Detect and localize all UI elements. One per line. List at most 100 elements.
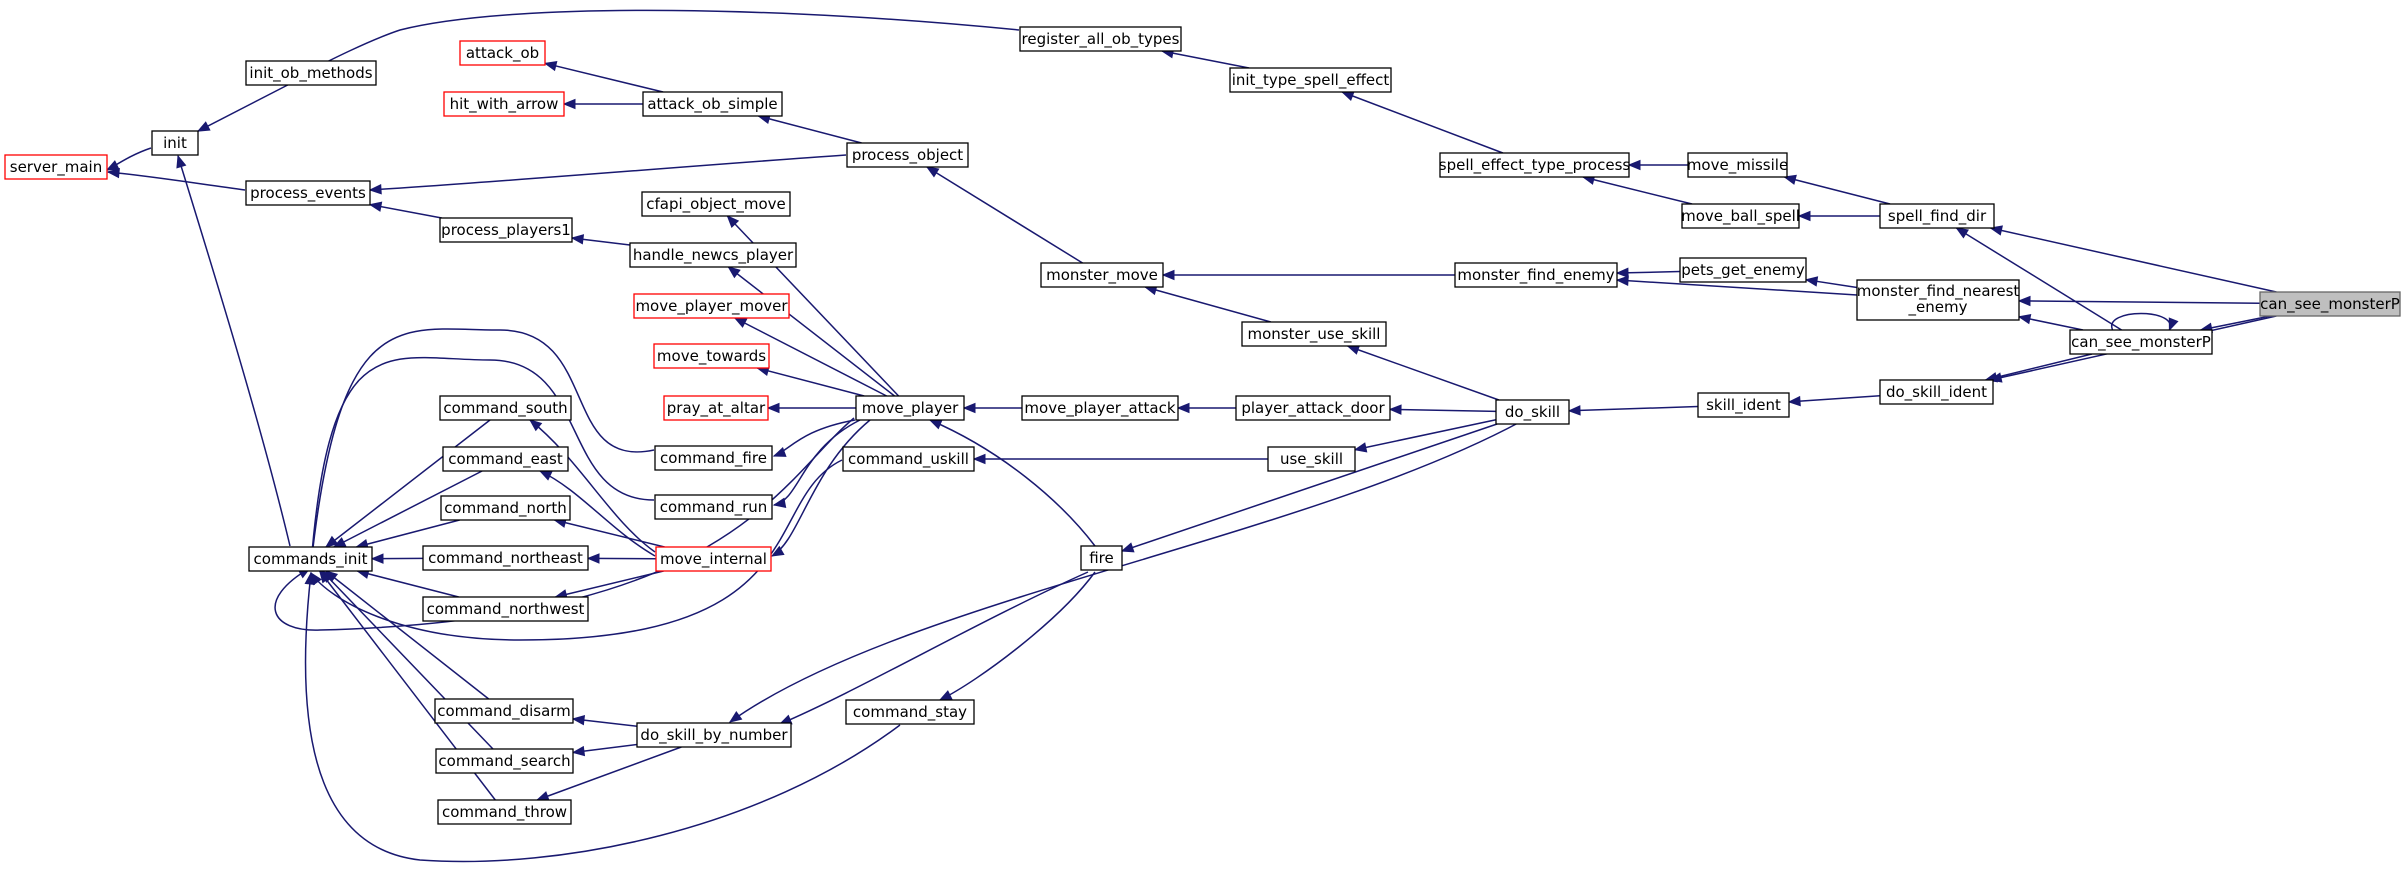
node-cfapi-object-move[interactable]: cfapi_object_move xyxy=(641,191,791,217)
node-monster-move[interactable]: monster_move xyxy=(1040,262,1164,288)
node-process-events[interactable]: process_events xyxy=(245,180,371,206)
node-command-north[interactable]: command_north xyxy=(440,495,571,521)
edge-arrowhead xyxy=(571,745,586,757)
node-move-player-mover[interactable]: move_player_mover xyxy=(633,293,790,319)
node-command-run[interactable]: command_run xyxy=(654,494,773,520)
node-register-all-ob-types[interactable]: register_all_ob_types xyxy=(1019,26,1182,52)
node-monster-find-enemy[interactable]: monster_find_enemy xyxy=(1454,262,1618,288)
node-skill-ident[interactable]: skill_ident xyxy=(1697,392,1790,418)
node-label: do_skill_ident xyxy=(1886,383,1987,402)
edge-arrowhead xyxy=(571,714,586,726)
node-monster-find-nearest-enemy[interactable]: monster_find_nearest_enemy xyxy=(1856,279,2020,321)
node-init-ob-methods[interactable]: init_ob_methods xyxy=(245,60,377,86)
edge-line xyxy=(1354,419,1497,451)
node-pets-get-enemy[interactable]: pets_get_enemy xyxy=(1679,257,1807,283)
edge-can_see_monsterP_self-to-can_see_monsterP_self xyxy=(2111,312,2179,332)
edge-arrowhead xyxy=(728,711,743,723)
node-box xyxy=(1856,279,2020,321)
node-label: move_missile xyxy=(1687,156,1788,175)
node-command-stay[interactable]: command_stay xyxy=(845,699,975,725)
node-spell-effect-type-process[interactable]: spell_effect_type_process xyxy=(1439,152,1631,178)
edge-player_attack_door-to-move_player_attack xyxy=(1176,402,1236,414)
node-player-attack-door[interactable]: player_attack_door xyxy=(1235,395,1391,421)
node-label: commands_init xyxy=(254,550,368,569)
node-monster-use-skill[interactable]: monster_use_skill xyxy=(1241,321,1387,347)
edge-do_skill_ident-to-skill_ident xyxy=(1787,395,1881,407)
node-command-disarm[interactable]: command_disarm xyxy=(434,698,574,724)
node-box xyxy=(1241,321,1387,347)
node-label: init_ob_methods xyxy=(249,64,372,83)
edge-move_internal-to-command_northeast xyxy=(586,553,657,564)
node-attack-ob-simple[interactable]: attack_ob_simple xyxy=(642,91,783,117)
edge-move_player-to-handle_newcs_player xyxy=(727,266,896,397)
node-move-player[interactable]: move_player xyxy=(855,395,965,421)
node-box xyxy=(653,343,770,369)
node-attack-ob[interactable]: attack_ob xyxy=(459,40,546,66)
node-label: command_throw xyxy=(442,803,567,822)
edge-arrowhead xyxy=(535,791,550,801)
node-server-main[interactable]: server_main xyxy=(4,154,108,180)
node-command-fire[interactable]: command_fire xyxy=(654,445,773,471)
edge-move_player_attack-to-move_player xyxy=(962,402,1022,414)
node-process-players1[interactable]: process_players1 xyxy=(439,217,573,243)
edge-line xyxy=(1985,353,2093,381)
edge-line xyxy=(333,470,483,548)
node-can-see-monsterP-self[interactable]: can_see_monsterP xyxy=(2069,329,2213,355)
edge-arrowhead xyxy=(586,553,600,564)
node-box xyxy=(1687,152,1788,178)
edge-arrowhead xyxy=(962,402,976,414)
node-can-see-monsterP[interactable]: can_see_monsterP xyxy=(2259,291,2401,317)
edge-arrowhead xyxy=(1627,159,1641,171)
edge-do_skill_by_number-to-command_disarm xyxy=(571,714,638,727)
node-box xyxy=(435,748,574,774)
edge-spell_find_dir-to-move_ball_spell xyxy=(1797,210,1880,222)
node-command-northwest[interactable]: command_northwest xyxy=(422,596,589,622)
node-do-skill-ident[interactable]: do_skill_ident xyxy=(1879,379,1994,405)
edge-line xyxy=(2111,312,2171,331)
edge-arrowhead xyxy=(176,154,187,169)
edge-monster_move-to-process_object xyxy=(925,166,1083,264)
node-label: hit_with_arrow xyxy=(450,95,559,114)
edge-line xyxy=(369,154,847,191)
edge-can_see_monsterP-to-spell_find_dir xyxy=(1989,225,2277,293)
node-move-internal[interactable]: move_internal xyxy=(655,546,772,572)
node-label: fire xyxy=(1089,549,1114,567)
node-box xyxy=(422,596,589,622)
edge-attack_ob_simple-to-hit_with_arrow xyxy=(562,98,643,110)
node-use-skill[interactable]: use_skill xyxy=(1267,446,1356,472)
node-move-towards[interactable]: move_towards xyxy=(653,343,770,369)
node-do-skill-by-number[interactable]: do_skill_by_number xyxy=(636,722,792,748)
edge-move_ball_spell-to-spell_effect_type_process xyxy=(1581,174,1693,205)
edge-line xyxy=(107,171,246,191)
node-move-player-attack[interactable]: move_player_attack xyxy=(1021,395,1179,421)
node-command-east[interactable]: command_east xyxy=(442,446,569,472)
node-command-uskill[interactable]: command_uskill xyxy=(842,446,975,472)
node-move-ball-spell[interactable]: move_ball_spell xyxy=(1681,203,1800,229)
node-move-missile[interactable]: move_missile xyxy=(1687,152,1788,178)
node-box xyxy=(442,446,569,472)
edge-line xyxy=(536,746,682,801)
edge-arrowhead xyxy=(2168,317,2179,332)
node-command-south[interactable]: command_south xyxy=(439,395,572,421)
node-init-type-spell-effect[interactable]: init_type_spell_effect xyxy=(1229,67,1392,93)
node-commands-init[interactable]: commands_init xyxy=(248,546,373,572)
node-command-search[interactable]: command_search xyxy=(435,748,574,774)
node-init[interactable]: init xyxy=(151,130,199,156)
node-pray-at-altar[interactable]: pray_at_altar xyxy=(663,395,769,421)
node-box xyxy=(855,395,965,421)
node-label: server_main xyxy=(10,158,102,177)
node-do-skill[interactable]: do_skill xyxy=(1495,399,1570,425)
node-command-throw[interactable]: command_throw xyxy=(437,799,572,825)
node-spell-find-dir[interactable]: spell_find_dir xyxy=(1879,203,1995,229)
edge-do_skill-to-monster_use_skill xyxy=(1346,344,1500,401)
node-box xyxy=(1021,395,1179,421)
node-hit-with-arrow[interactable]: hit_with_arrow xyxy=(443,91,565,117)
node-label: init xyxy=(163,134,187,152)
node-command-northeast[interactable]: command_northeast xyxy=(422,545,589,571)
node-box xyxy=(641,191,791,217)
edge-line xyxy=(294,9,1020,79)
node-box xyxy=(439,395,572,421)
node-handle-newcs-player[interactable]: handle_newcs_player xyxy=(629,242,797,268)
node-fire[interactable]: fire xyxy=(1080,545,1123,571)
node-process-object[interactable]: process_object xyxy=(846,142,969,168)
